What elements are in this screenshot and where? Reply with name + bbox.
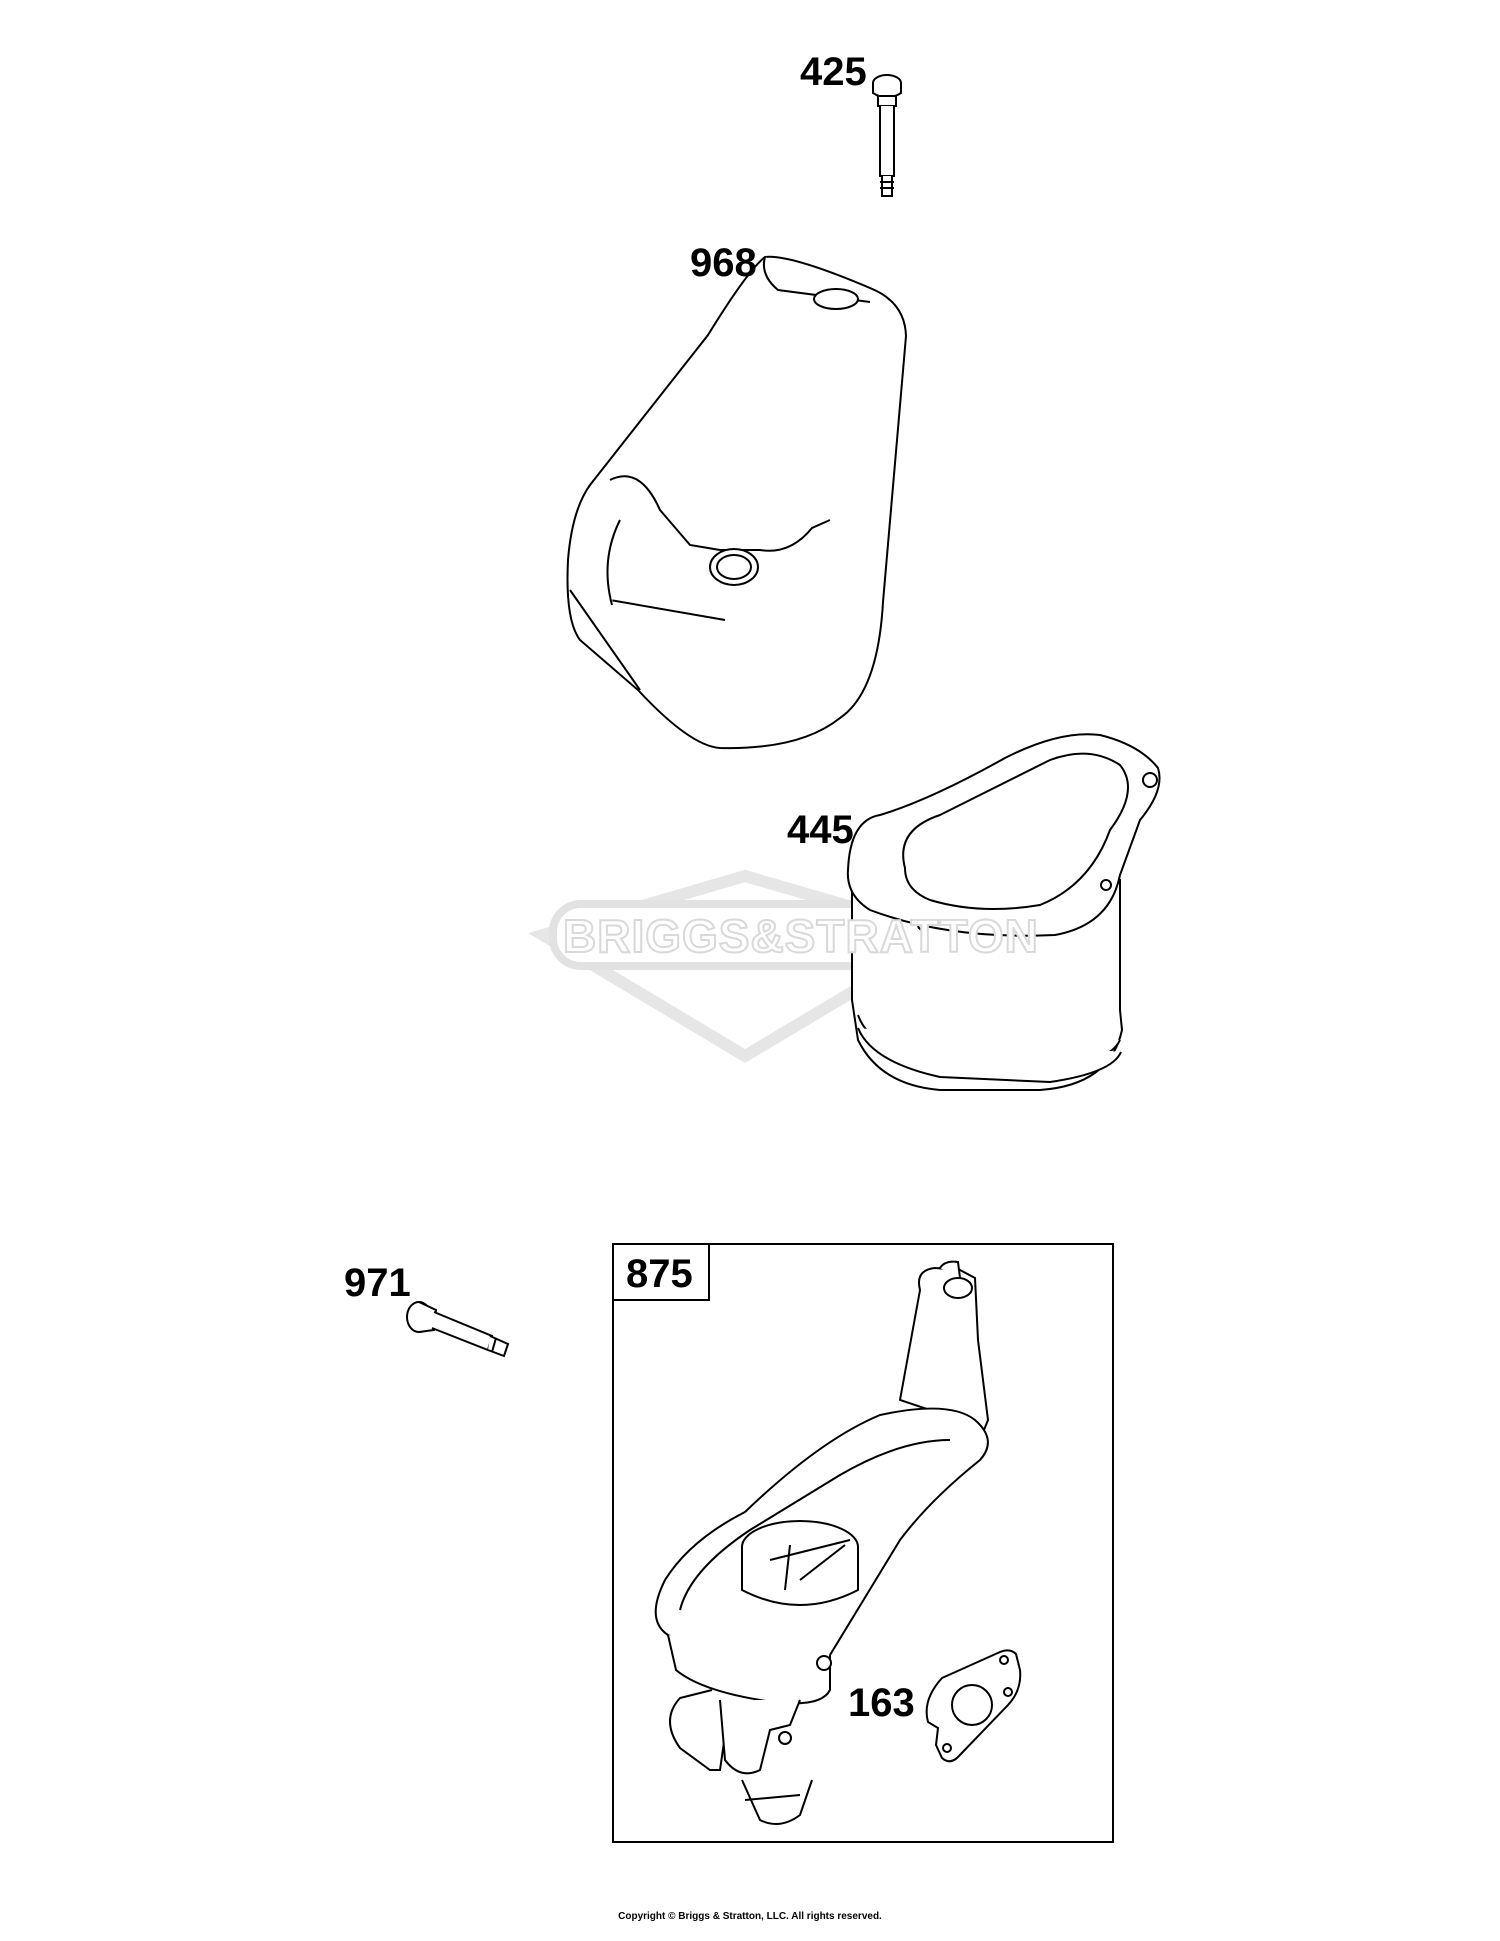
callout-445[interactable]: 445 <box>787 808 854 852</box>
callout-425[interactable]: 425 <box>800 50 867 94</box>
copyright-notice: Copyright © Briggs & Stratton, LLC. All … <box>618 1911 882 1922</box>
callout-971[interactable]: 971 <box>344 1261 411 1305</box>
bolt-icon[interactable] <box>872 74 902 197</box>
callout-163[interactable]: 163 <box>848 1681 915 1725</box>
air-filter-cartridge-icon[interactable] <box>846 733 1161 1091</box>
callout-968[interactable]: 968 <box>690 241 757 285</box>
air-cleaner-cover-icon[interactable] <box>566 255 908 750</box>
callout-875[interactable]: 875 <box>626 1252 693 1296</box>
watermark-text: BRIGGS&STRATTON <box>562 910 1039 962</box>
kit-box-875 <box>612 1243 1114 1843</box>
air-cleaner-base-icon[interactable] <box>654 1260 990 1825</box>
kit-label-box <box>612 1243 710 1301</box>
gasket-icon[interactable] <box>925 1649 1022 1763</box>
screw-icon[interactable] <box>406 1301 510 1358</box>
